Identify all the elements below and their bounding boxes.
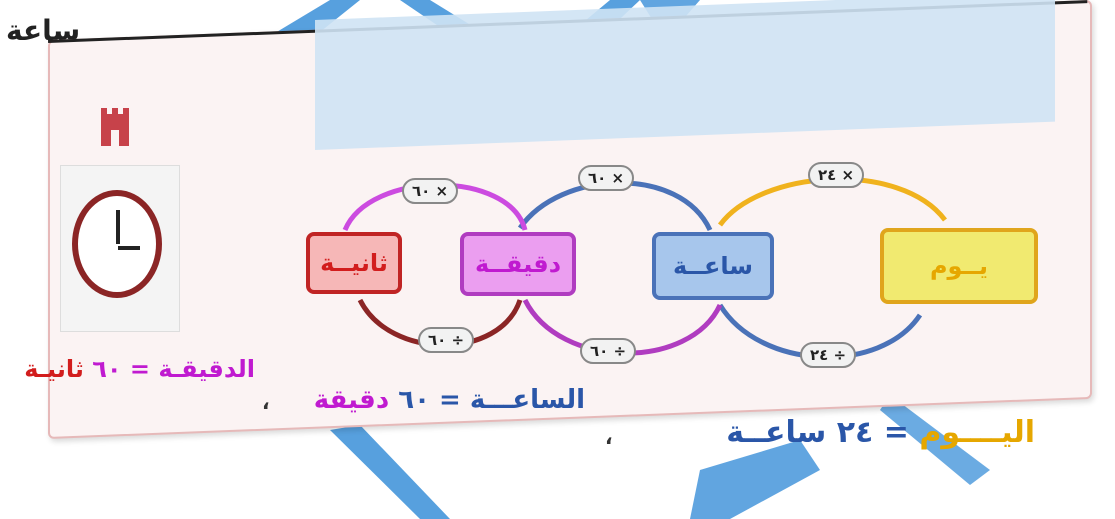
eq-hour-num: ٦٠ [398,385,430,415]
unit-day-box: يــوم [880,228,1038,304]
op-day-to-hour: × ٢٤ [808,162,865,188]
eq-separator-2: ، [262,390,270,414]
eq-separator-1: ، [605,425,613,449]
eq-day-num: ٢٤ [836,415,874,450]
op-hour-to-minute: × ٦٠ [578,165,635,191]
eq-day-lhs: اليــــوم [919,415,1035,450]
eq-hour-unit: دقيقة [313,385,390,415]
eq-minute-lhs: الدقيقـة [158,355,255,383]
eq-minute-sign: = [129,355,150,383]
eq-hour-lhs: الساعـــة [469,385,585,415]
eq-minute-num: ٦٠ [92,355,122,383]
eq-hour-sign: = [439,385,461,415]
equation-day: اليــــوم = ٢٤ ساعــة [726,415,1035,450]
op-minute-to-second: × ٦٠ [402,178,459,204]
op-second-to-minute: ÷ ٦٠ [418,327,475,353]
equation-hour: الساعـــة = ٦٠ دقيقة [314,385,585,415]
unit-minute-box: دقيقــة [460,232,576,296]
unit-second-box: ثانيــة [306,232,402,294]
castle-icon [101,108,129,146]
eq-day-unit: ساعــة [726,415,827,450]
clock-icon [72,190,162,298]
eq-day-sign: = [883,415,909,450]
op-hour-to-day: ÷ ٢٤ [800,342,857,368]
eq-minute-unit: ثانيـة [24,355,84,383]
unit-hour-box: ساعــة [652,232,774,300]
op-minute-to-hour: ÷ ٦٠ [580,338,637,364]
equation-minute: الدقيقـة = ٦٠ ثانيـة [24,355,255,383]
